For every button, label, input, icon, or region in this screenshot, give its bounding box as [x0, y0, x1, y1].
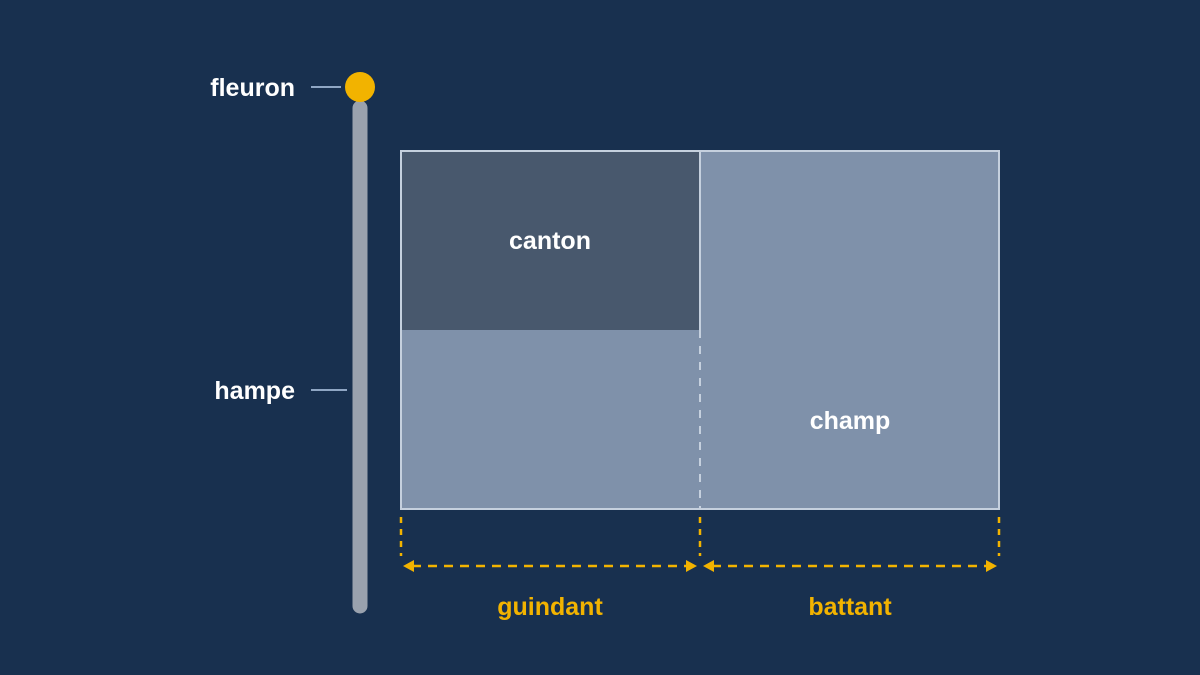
finial-ball	[345, 72, 375, 102]
pole-label: hampe	[214, 377, 295, 405]
field-label: champ	[810, 407, 891, 435]
flag-border	[400, 150, 1000, 510]
flag-canton	[401, 151, 700, 330]
flag	[400, 150, 1000, 510]
hoist-arrowhead-left	[403, 560, 414, 572]
fly-arrowhead-left	[703, 560, 714, 572]
fly-label: battant	[808, 593, 892, 621]
finial-label: fleuron	[210, 74, 295, 102]
hoist-fly-measurement	[399, 517, 1001, 572]
hoist-label: guindant	[497, 593, 603, 621]
fly-arrowhead-right	[986, 560, 997, 572]
hoist-arrowhead-right	[686, 560, 697, 572]
canton-label: canton	[509, 227, 591, 255]
